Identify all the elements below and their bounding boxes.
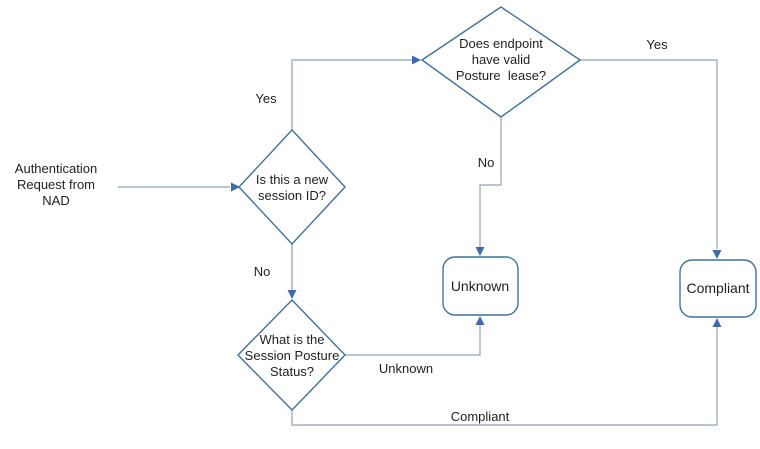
decision-posture-lease-label: Does endpoint have valid Posture lease? <box>455 36 547 83</box>
edge-posture-status-unknown <box>345 325 481 356</box>
edge-posture-lease-no <box>479 117 502 248</box>
arrowhead-into-unknown-bottom <box>475 316 485 325</box>
edge-posture-status-compliant <box>291 326 718 426</box>
decision-new-session-shape <box>238 128 346 246</box>
arrowhead-into-new-session <box>231 182 240 192</box>
edge-label-posture-status-unknown: Unknown <box>378 361 434 376</box>
edge-label-new-session-yes: Yes <box>255 91 277 106</box>
connectors <box>118 59 718 426</box>
edge-label-new-session-no: No <box>253 264 271 279</box>
edge-new-session-yes <box>291 59 412 130</box>
shapes <box>237 6 757 412</box>
result-unknown-shape <box>442 256 519 316</box>
arrowhead-into-posture-status <box>287 290 297 299</box>
start-label: Authentication Request from NAD <box>14 161 98 208</box>
result-unknown-label: Unknown <box>450 278 510 294</box>
arrowhead-into-unknown-top <box>475 247 485 256</box>
decision-posture-status-shape <box>237 298 346 412</box>
result-compliant-label: Compliant <box>686 280 750 296</box>
result-compliant-shape <box>679 259 757 318</box>
edge-label-posture-status-compliant: Compliant <box>450 409 510 424</box>
edge-label-posture-lease-no: No <box>477 155 495 170</box>
arrowhead-into-compliant-bottom <box>712 318 722 327</box>
edge-posture-lease-yes <box>580 59 718 249</box>
decision-posture-status-label: What is the Session Posture Status? <box>244 332 340 379</box>
decision-new-session-label: Is this a new session ID? <box>255 172 329 203</box>
arrowheads <box>231 55 722 327</box>
decision-posture-lease-shape <box>420 6 582 118</box>
arrowhead-into-posture-lease <box>412 55 421 65</box>
edge-label-posture-lease-yes: Yes <box>646 37 668 52</box>
arrowhead-into-compliant-top <box>712 250 722 259</box>
